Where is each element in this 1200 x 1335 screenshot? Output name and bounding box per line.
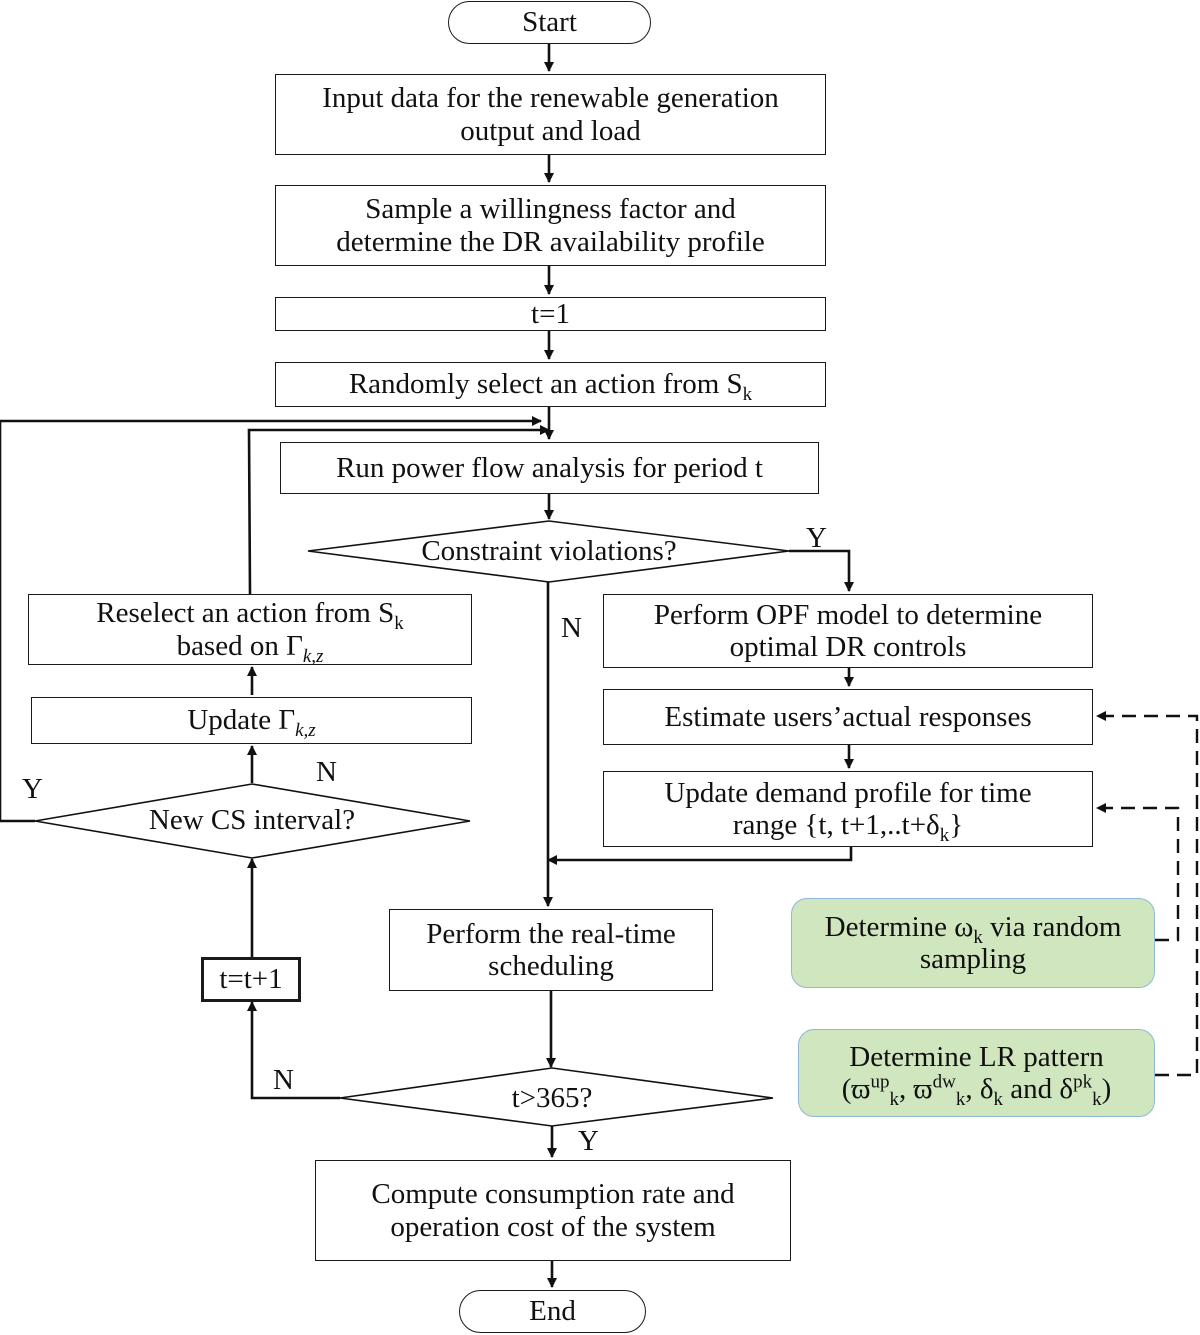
decision-tlimit-shape — [339, 1067, 774, 1127]
arrow-reselect-loop — [247, 425, 550, 595]
dashed-lr-estimate — [1096, 711, 1199, 1077]
omega-line2: sampling — [919, 943, 1027, 975]
lr-line1: Determine LR pattern — [849, 1040, 1104, 1073]
opf-box: Perform OPF model to determine optimal D… — [603, 594, 1093, 668]
opf-line2: optimal DR controls — [729, 631, 967, 663]
decision-cs-shape — [34, 783, 471, 859]
random-select-box: Randomly select an action from Sk — [275, 362, 826, 407]
power-flow-label: Run power flow analysis for period t — [336, 451, 763, 484]
constraint-label: Constraint violations? — [421, 535, 677, 567]
input-data-box: Input data for the renewable generation … — [275, 74, 826, 155]
t-inc-box: t=t+1 — [201, 957, 301, 1002]
update-gamma-label: Update Γk,z — [187, 704, 316, 742]
reselect-box: Reselect an action from Sk based on Γk,z — [28, 594, 472, 665]
update-demand-line1: Update demand profile for time — [664, 776, 1032, 809]
decision-constraint-shape — [307, 520, 790, 583]
arrow-tlimit-no — [247, 1001, 340, 1100]
arrow-cs-yes-loop — [0, 416, 542, 823]
sample-line2: determine the DR availability profile — [336, 225, 765, 258]
t-limit-label: t>365? — [511, 1082, 593, 1114]
reselect-line1: Reselect an action from Sk — [96, 597, 404, 634]
random-select-label: Randomly select an action from Sk — [348, 368, 753, 406]
t-limit-yes-label: Y — [578, 1125, 599, 1157]
new-cs-label: New CS interval? — [148, 804, 356, 836]
sample-line1: Sample a willingness factor and — [365, 193, 736, 226]
t-limit-no-label: N — [273, 1064, 294, 1096]
compute-box: Compute consumption rate and operation c… — [315, 1160, 791, 1261]
omega-sampling-box: Determine ωk via random sampling — [791, 898, 1155, 988]
lr-line2: (ϖupk, ϖdwk, δk and δpkk) — [841, 1071, 1112, 1110]
update-gamma-box: Update Γk,z — [31, 697, 472, 744]
cs-no-label: N — [316, 756, 337, 788]
opf-line1: Perform OPF model to determine — [653, 598, 1043, 631]
update-demand-box: Update demand profile for time range {t,… — [603, 771, 1093, 847]
constraint-yes-label: Y — [806, 522, 827, 554]
dashed-omega-update — [1096, 803, 1180, 942]
t-inc-label: t=t+1 — [219, 963, 283, 996]
sample-box: Sample a willingness factor and determin… — [275, 185, 826, 266]
start-terminal: Start — [448, 1, 651, 44]
compute-line2: operation cost of the system — [390, 1210, 716, 1243]
start-label: Start — [522, 6, 577, 39]
power-flow-box: Run power flow analysis for period t — [280, 442, 819, 494]
estimate-box: Estimate users’actual responses — [603, 689, 1093, 745]
input-data-line2: output and load — [460, 114, 641, 147]
realtime-box: Perform the real-time scheduling — [389, 909, 713, 991]
end-terminal: End — [459, 1290, 646, 1333]
reselect-line2: based on Γk,z — [176, 629, 324, 667]
estimate-label: Estimate users’actual responses — [664, 700, 1032, 733]
compute-line1: Compute consumption rate and — [371, 1178, 735, 1211]
end-label: End — [529, 1295, 576, 1328]
realtime-line2: scheduling — [488, 950, 614, 982]
lr-pattern-box: Determine LR pattern (ϖupk, ϖdwk, δk and… — [798, 1029, 1155, 1117]
arrow-constraint-yes — [789, 549, 854, 592]
realtime-line1: Perform the real-time — [426, 917, 676, 950]
omega-line1: Determine ωk via random — [824, 910, 1122, 948]
input-data-line1: Input data for the renewable generation — [322, 82, 779, 115]
cs-yes-label: Y — [22, 773, 43, 805]
constraint-no-label: N — [561, 612, 582, 644]
t-init-label: t=1 — [531, 297, 570, 330]
arrow-update-merge — [547, 847, 853, 865]
t-init-box: t=1 — [275, 297, 826, 331]
update-demand-line2: range {t, t+1,..t+δk} — [732, 809, 964, 846]
